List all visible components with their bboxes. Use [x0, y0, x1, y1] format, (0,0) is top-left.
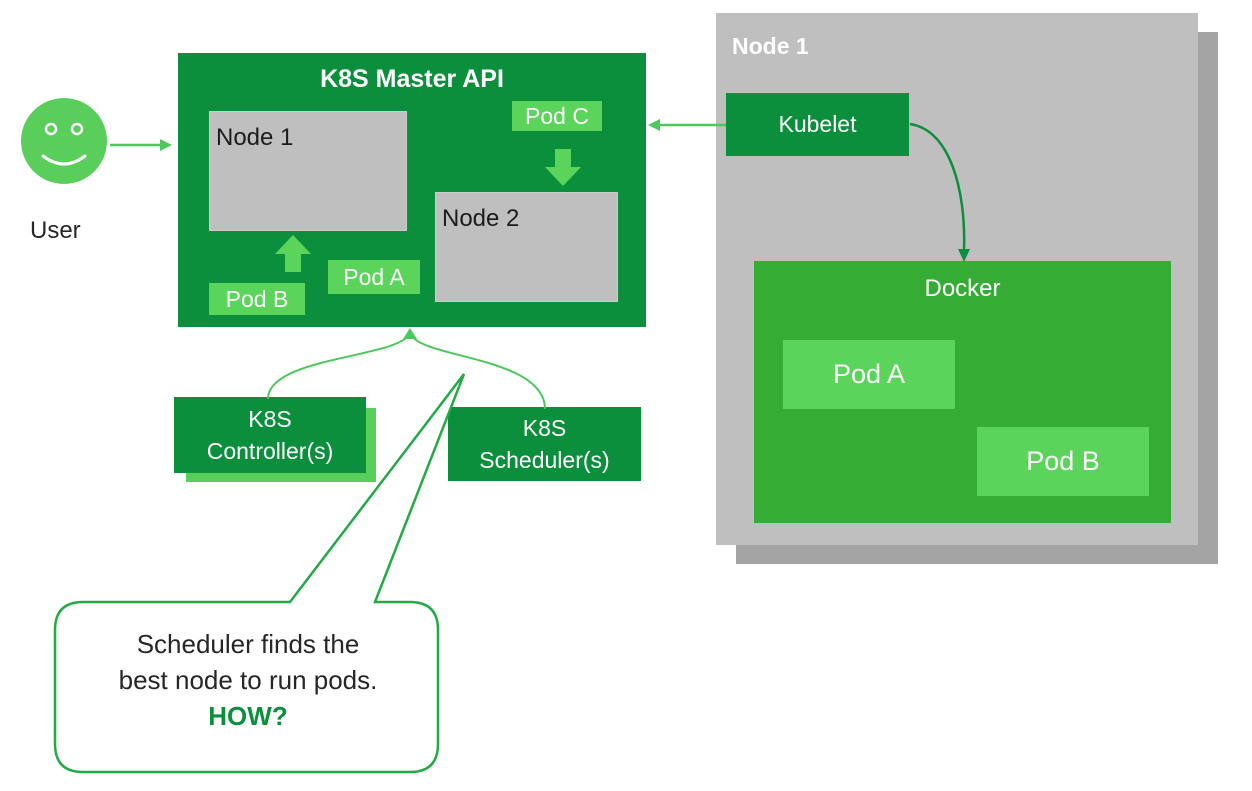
- arrow-left-icon: [648, 119, 726, 131]
- user-label: User: [30, 217, 81, 244]
- master-node1-label: Node 1: [216, 124, 294, 151]
- pod-c-chip: Pod C: [512, 101, 602, 131]
- k8s-scheduler-box: K8S Scheduler(s): [448, 407, 641, 481]
- master-node2-box: Node 2: [435, 192, 618, 302]
- docker-pod-a: Pod A: [783, 340, 955, 409]
- user-icon: [21, 98, 107, 184]
- worker-node-title: Node 1: [732, 33, 809, 59]
- pod-b-chip: Pod B: [209, 283, 305, 315]
- arrow-right-icon: [110, 139, 172, 151]
- scheduler-line1: K8S: [522, 415, 567, 441]
- docker-pod-b: Pod B: [977, 427, 1149, 496]
- master-node2-label: Node 2: [442, 205, 520, 232]
- docker-title: Docker: [924, 275, 1001, 302]
- callout-line2: best node to run pods.: [118, 665, 378, 695]
- callout-line1: Scheduler finds the: [136, 629, 360, 659]
- docker-box: Docker Pod A Pod B: [754, 261, 1171, 523]
- scheduler-line2: Scheduler(s): [479, 447, 610, 473]
- kubelet-box: Kubelet: [726, 93, 909, 156]
- callout-text: Scheduler finds the best node to run pod…: [58, 626, 438, 734]
- controllers-line1: K8S: [248, 406, 292, 432]
- master-node1-box: Node 1: [209, 111, 407, 231]
- callout-how: HOW?: [208, 701, 288, 731]
- k8s-controllers-box: K8S Controller(s): [174, 397, 366, 473]
- pod-a-chip: Pod A: [328, 260, 420, 294]
- smiley-face-icon: [41, 122, 87, 166]
- controllers-line2: Controller(s): [206, 438, 334, 464]
- k8s-master-api: K8S Master API Node 1 Node 2 Pod C Pod B…: [178, 53, 646, 327]
- worker-node-1: Node 1 Kubelet Docker Pod A Pod B: [716, 13, 1198, 545]
- master-title: K8S Master API: [320, 65, 504, 93]
